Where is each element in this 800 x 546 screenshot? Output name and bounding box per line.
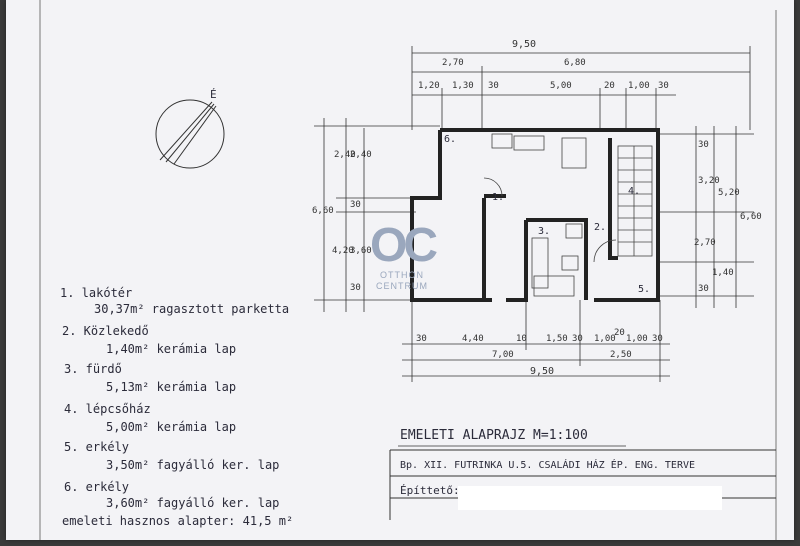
watermark-line-1: OTTHON (380, 270, 424, 280)
dim-right-outer: 6,60 (740, 212, 762, 222)
legend-title-4: 4. lépcsőház (64, 402, 151, 416)
room-number-1: 1. (492, 192, 505, 203)
dim-top-2: 1,30 (452, 81, 474, 91)
dim-top-5: 20 (604, 81, 615, 91)
dim-total-top: 9,50 (512, 39, 537, 50)
room-number-5: 5. (638, 284, 651, 295)
legend-detail-6: 3,60m² fagyálló ker. lap (106, 496, 280, 510)
watermark-line-2: CENTRUM (376, 281, 428, 291)
legend-title-2: 2. Közlekedő (62, 324, 149, 338)
watermark-logo: OC (370, 219, 438, 272)
dim-total-bottom: 9,50 (530, 366, 555, 377)
north-label: É (210, 88, 217, 101)
legend-title-3: 3. fürdő (64, 362, 122, 376)
legend-detail-4: 5,00m² kerámia lap (106, 420, 237, 434)
dim-left-5: 3,60 (350, 246, 372, 256)
dim-bottom-8: 1,00 (626, 334, 648, 344)
dim-right-1: 30 (698, 140, 709, 150)
room-number-3: 3. (538, 226, 551, 237)
floor-plan-drawing (39, 0, 777, 540)
dim-left-block: 2,70 (442, 58, 464, 68)
dim-right-4: 2,70 (694, 238, 716, 248)
floor-plan-sheet: É 9,50 2,70 6,80 1,20 1,30 30 5,00 20 1,… (6, 0, 794, 540)
room-number-6: 6. (444, 134, 457, 145)
legend-detail-1: 30,37m² ragasztott parketta (94, 302, 290, 316)
dim-top-6: 1,00 (628, 81, 650, 91)
redacted-client-name (458, 486, 722, 510)
dim-right-2: 3,20 (698, 176, 720, 186)
dim-right-5: 1,40 (712, 268, 734, 278)
legend-detail-5: 3,50m² fagyálló ker. lap (106, 458, 280, 472)
room-number-2: 2. (594, 222, 607, 233)
dim-top-1: 1,20 (418, 81, 440, 91)
dim-right-3: 5,20 (718, 188, 740, 198)
dim-bottom-7: 20 (614, 328, 625, 338)
dim-left-4: 4,20 (332, 246, 354, 256)
legend-title-1: 1. lakótér (60, 286, 133, 300)
dim-top-4: 5,00 (550, 81, 572, 91)
dim-bottom-1: 30 (416, 334, 427, 344)
dim-bottom-6: 1,00 (594, 334, 616, 344)
legend-title-5: 5. erkély (64, 440, 130, 454)
dim-top-7: 30 (658, 81, 669, 91)
dim-right-6: 30 (698, 284, 709, 294)
legend-total-area: emeleti hasznos alapter: 41,5 m² (62, 514, 294, 528)
dim-bottom-5: 30 (572, 334, 583, 344)
legend-detail-3: 5,13m² kerámia lap (106, 380, 237, 394)
dim-left-3: 30 (350, 200, 361, 210)
dim-bottom-9: 30 (652, 334, 663, 344)
title-block-client-label: Építtető: (400, 484, 460, 497)
dim-top-3: 30 (488, 81, 499, 91)
legend-title-6: 6. erkély (64, 480, 130, 494)
north-arrow (155, 99, 225, 169)
dim-bottom-sub-1: 7,00 (492, 350, 514, 360)
walls (410, 128, 660, 302)
title-block-project: Bp. XII. FUTRINKA U.5. CSALÁDI HÁZ ÉP. E… (400, 460, 696, 471)
dim-left-1: 2,40 (334, 150, 356, 160)
room-number-4: 4. (628, 186, 641, 197)
dim-bottom-3: 10 (516, 334, 527, 344)
dim-right-block: 6,80 (564, 58, 586, 68)
otthon-centrum-watermark: OC OTTHON CENTRUM (358, 222, 446, 292)
dim-bottom-4: 1,50 (546, 334, 568, 344)
dim-bottom-2: 4,40 (462, 334, 484, 344)
dim-left-2: 2,40 (350, 150, 372, 160)
dim-bottom-sub-2: 2,50 (610, 350, 632, 360)
dim-left-outer: 6,60 (312, 206, 334, 216)
dim-left-6: 30 (350, 283, 361, 293)
plan-title: EMELETI ALAPRAJZ M=1:100 (400, 428, 588, 443)
legend-detail-2: 1,40m² kerámia lap (106, 342, 237, 356)
